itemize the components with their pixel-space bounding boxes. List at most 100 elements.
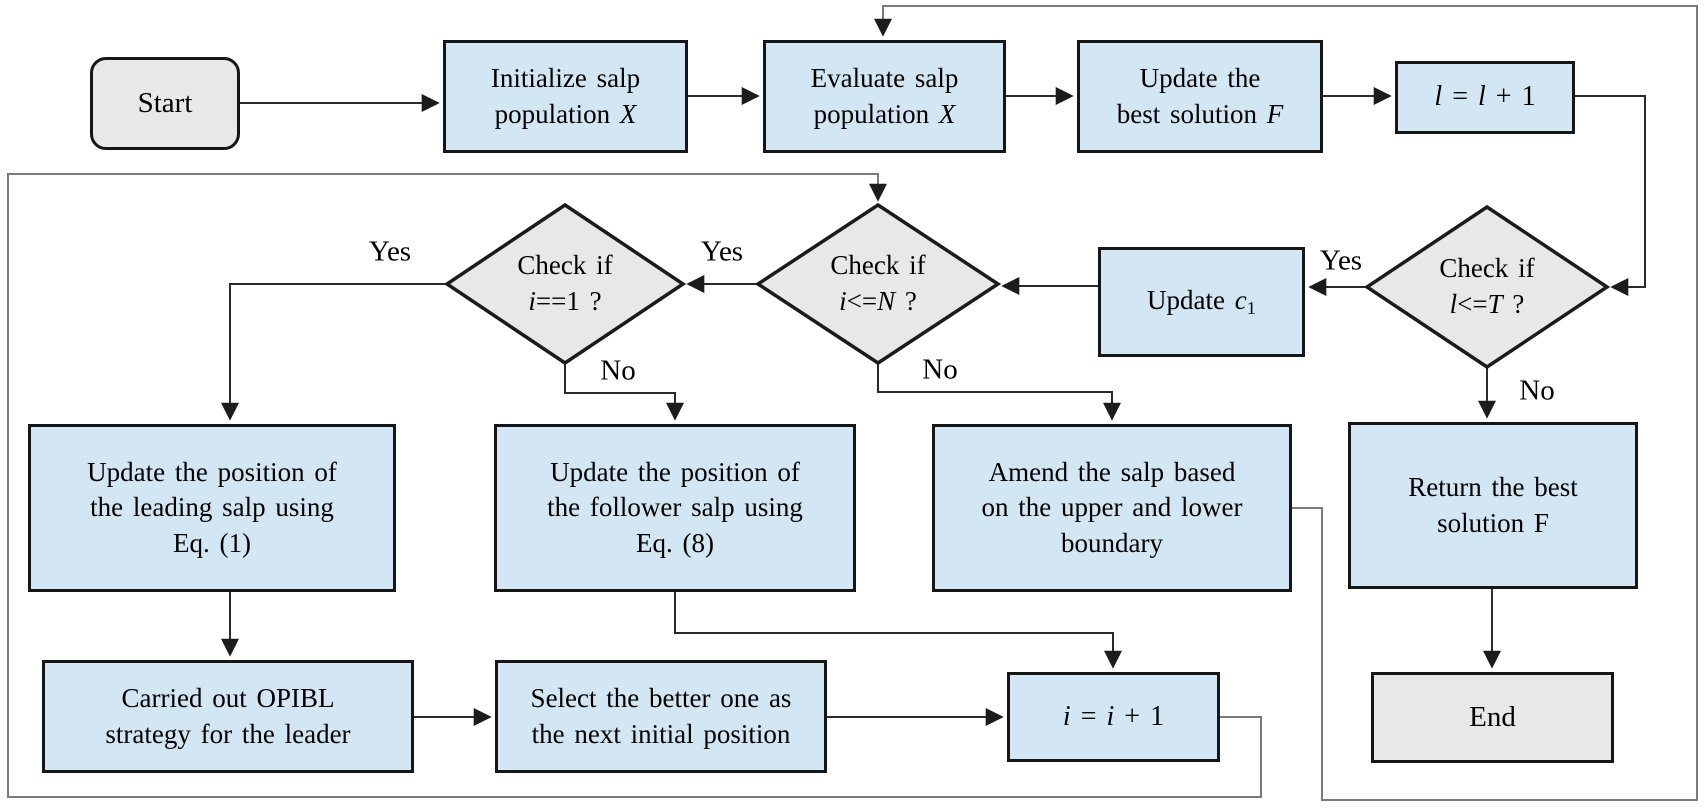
node-text-line: population X	[495, 97, 637, 133]
text-segment: =	[1070, 700, 1107, 732]
branch-label-check-n-yes-to-check-1: Yes	[700, 235, 744, 268]
text-segment: ==1 ?	[535, 286, 602, 316]
text-segment: <=	[1457, 289, 1488, 319]
node-text-line: Update c1	[1147, 283, 1256, 320]
node-text-line: Check if	[517, 248, 612, 284]
text-segment: strategy for the leader	[105, 718, 351, 749]
node-text-line: Start	[138, 84, 193, 122]
text-segment: ?	[895, 286, 917, 316]
text-segment: population	[813, 98, 939, 129]
text-segment: ?	[1502, 289, 1525, 319]
node-text-line: Carried out OPIBL	[122, 681, 335, 717]
branch-label-check-l-no-to-return: No	[1519, 374, 1555, 407]
node-text-line: i==1 ?	[528, 284, 601, 320]
edge-i-increment-loop-to-check-n	[7, 173, 1262, 798]
text-segment: Update the	[1139, 62, 1261, 93]
node-l-increment: l = l + 1	[1395, 61, 1575, 134]
node-text-line: best solution F	[1117, 97, 1284, 133]
node-text-line: Update the	[1140, 61, 1261, 97]
decision-shape-check-i-le-n	[754, 202, 1002, 366]
text-segment: l	[1434, 81, 1443, 113]
node-text-line: Initialize salp	[491, 61, 640, 97]
text-segment: solution F	[1437, 507, 1549, 538]
text-segment: c	[1234, 285, 1247, 316]
node-text-line: Check if	[830, 248, 925, 284]
text-segment: Start	[137, 87, 193, 120]
text-segment: Check if	[517, 250, 613, 281]
node-text-line: strategy for the leader	[105, 717, 350, 753]
edge-amend-loop-to-evaluate	[874, 5, 1698, 801]
text-segment: i	[528, 286, 536, 316]
node-start: Start	[90, 57, 240, 150]
edge-check-1-no-to-follower	[564, 363, 684, 421]
text-segment: Return the best	[1408, 471, 1578, 502]
node-text-line: End	[1469, 698, 1516, 736]
text-segment: Evaluate salp	[810, 62, 959, 93]
edge-check-1-yes-to-leading	[221, 283, 447, 421]
text-segment: best solution	[1116, 98, 1267, 129]
text-segment: + 1	[1114, 700, 1165, 732]
text-segment: X	[619, 98, 637, 129]
edge-check-n-no-to-amend	[877, 363, 1121, 421]
text-segment: on the upper and lower	[981, 492, 1243, 523]
text-segment: Check if	[830, 250, 926, 281]
node-evaluate-population: Evaluate salp population X	[763, 40, 1006, 153]
node-text-line: on the upper and lower	[982, 490, 1243, 526]
node-text-line: Return the best	[1408, 470, 1577, 506]
decision-shape-check-i-equals-1	[443, 202, 687, 366]
text-segment: Carried out OPIBL	[121, 682, 335, 713]
node-text-line: Amend the salp based	[989, 455, 1236, 491]
text-segment: i	[839, 286, 847, 316]
text-segment: Update the position of	[87, 456, 337, 487]
node-text-line: Eq. (8)	[636, 526, 714, 562]
node-update-best-solution: Update the best solution F	[1077, 40, 1323, 153]
text-segment: the next initial position	[531, 718, 791, 749]
text-segment: boundary	[1061, 527, 1163, 558]
node-text-line: population X	[814, 97, 956, 133]
node-text-line: Evaluate salp	[811, 61, 959, 97]
node-text-line: Update the position of	[87, 455, 337, 491]
text-segment: Check if	[1439, 253, 1535, 284]
node-text-line: boundary	[1061, 526, 1163, 562]
node-return-best-solution: Return the best solution F	[1348, 422, 1638, 589]
text-segment: population	[494, 98, 620, 129]
text-segment: Initialize salp	[490, 62, 641, 93]
node-text-line: Update the position of	[550, 455, 800, 491]
text-segment: Eq. (1)	[173, 527, 251, 558]
node-select-better-position: Select the better one as the next initial…	[495, 660, 827, 773]
node-opibl-strategy: Carried out OPIBL strategy for the leader	[42, 660, 414, 773]
node-text-line: i = i + 1	[1063, 699, 1164, 736]
text-segment: Select the better one as	[530, 682, 792, 713]
node-update-follower-salp: Update the position of the follower salp …	[494, 424, 856, 592]
text-segment: l	[1449, 289, 1458, 319]
node-end: End	[1371, 672, 1614, 763]
node-i-increment: i = i + 1	[1007, 672, 1220, 762]
node-initialize-population: Initialize salp population X	[443, 40, 688, 153]
edge-follower-to-i-increment	[674, 592, 1122, 669]
text-segment: i	[1106, 700, 1115, 732]
node-text-line: the follower salp using	[547, 490, 803, 526]
text-segment: Update	[1147, 285, 1235, 316]
decision-shape-check-l-le-t	[1363, 204, 1611, 370]
node-text-line: the leading salp using	[90, 490, 334, 526]
text-segment: N	[877, 286, 896, 316]
text-segment: T	[1487, 289, 1503, 319]
text-segment: Amend the salp based	[988, 456, 1236, 487]
node-text-line: Select the better one as	[531, 681, 792, 717]
node-text-line: l<=T ?	[1450, 287, 1525, 323]
text-segment: the follower salp using	[547, 492, 803, 523]
text-segment: + 1	[1485, 81, 1536, 113]
node-text-line: Check if	[1439, 251, 1534, 287]
text-segment: Update the position of	[550, 456, 800, 487]
text-segment: Eq. (8)	[636, 527, 714, 558]
branch-label-check-n-no-to-amend: No	[922, 353, 958, 386]
branch-label-check-1-yes-to-leading: Yes	[368, 235, 412, 268]
text-segment: l	[1478, 81, 1486, 113]
node-text-line: l = l + 1	[1434, 79, 1535, 116]
text-segment: =	[1442, 81, 1478, 113]
